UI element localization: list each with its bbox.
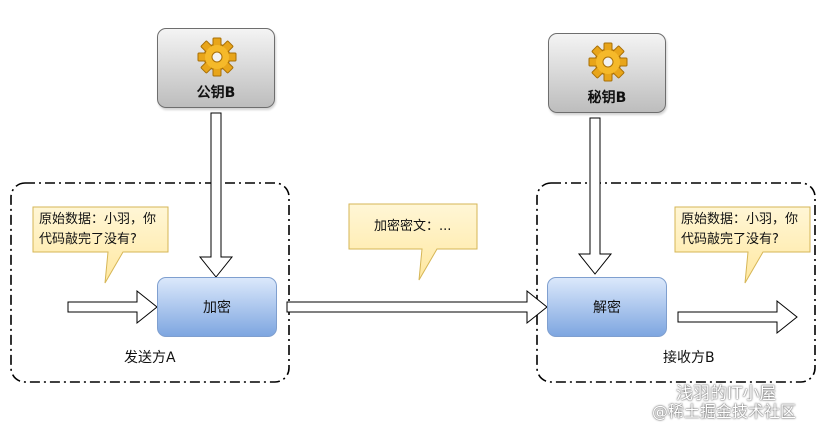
public-key-label: 公钥B [196, 85, 236, 101]
sender-callout-line2: 代码敲完了没有? [39, 232, 137, 247]
public-key-box: 公钥B [157, 28, 275, 108]
receiver-callout-line1: 原始数据：小羽，你 [681, 212, 799, 227]
output-arrow [677, 299, 798, 335]
gear-icon [588, 42, 628, 82]
private-key-box: 秘钥B [548, 33, 666, 113]
public-key-arrow [198, 112, 234, 278]
sender-label: 发送方A [124, 350, 176, 366]
transit-callout-shape [348, 203, 478, 281]
encrypt-box: 加密 [157, 277, 277, 337]
receiver-label: 接收方B [663, 350, 715, 366]
transit-callout: 加密密文：... [374, 217, 451, 237]
receiver-callout-line2: 代码敲完了没有? [681, 232, 779, 247]
input-arrow [67, 289, 158, 325]
watermark-line1: 浅羽的IT小屋 [676, 384, 777, 404]
transit-callout-text: 加密密文：... [374, 219, 452, 234]
private-key-arrow [577, 117, 613, 275]
sender-callout: 原始数据：小羽，你 代码敲完了没有? [39, 210, 156, 250]
private-key-label: 秘钥B [587, 90, 627, 106]
gear-icon [197, 37, 237, 77]
receiver-callout: 原始数据：小羽，你 代码敲完了没有? [681, 210, 798, 250]
watermark-line2: @稀土掘金技术社区 [652, 402, 797, 421]
receiver-group [536, 182, 816, 383]
decrypt-box: 解密 [547, 277, 667, 337]
sender-callout-line1: 原始数据：小羽，你 [39, 212, 157, 227]
transmission-arrow [286, 289, 548, 325]
sender-callout-shape [32, 206, 169, 284]
receiver-callout-shape [674, 206, 811, 284]
sender-group [10, 182, 290, 383]
